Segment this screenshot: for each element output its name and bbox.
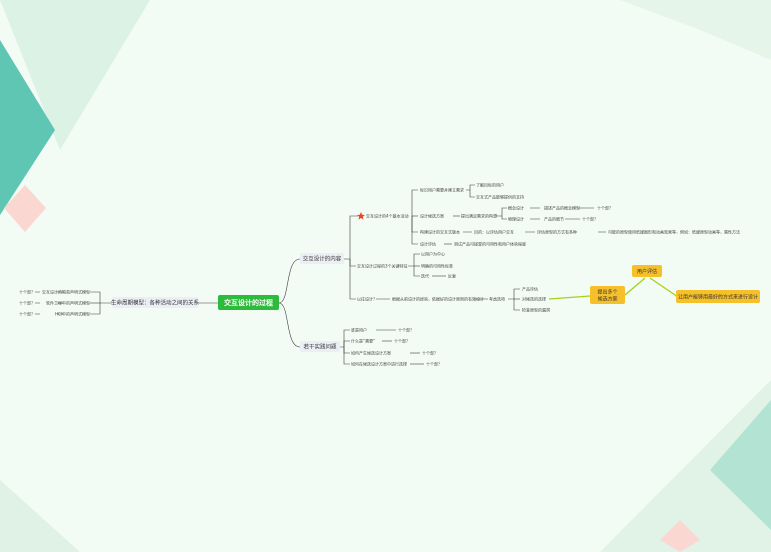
activity-evaluate[interactable]: 设计评估 — [420, 241, 436, 247]
branch-practical-issues[interactable]: 若干实践问题 — [300, 341, 340, 352]
activity-build[interactable]: 构建设计的交互式版本 — [420, 229, 460, 235]
concept-design[interactable]: 概念设计 — [508, 205, 524, 211]
option-2[interactable]: 检查原型的漏洞 — [522, 307, 550, 313]
left-item-0[interactable]: 交互设计的简易声明式模型 — [42, 289, 90, 295]
issue-0-tag[interactable]: 十个部？ — [398, 327, 414, 333]
option-1[interactable]: 对候选的选择 — [522, 296, 546, 302]
issue-2-tag[interactable]: 十个部？ — [422, 350, 438, 356]
branch-design-content-label: 交互设计的内容 — [303, 255, 342, 263]
star-icon — [357, 212, 365, 220]
left-item-1-tag[interactable]: 十个部？ — [19, 300, 35, 306]
evaluate-text[interactable]: 测试产品可接受的可用性和用户体验程度 — [454, 241, 526, 247]
callout-alternatives[interactable]: 提出多个 候选方案 — [590, 286, 625, 304]
feature-2[interactable]: 迭代 — [421, 273, 429, 279]
issue-0[interactable]: 谁是用户 — [351, 327, 367, 333]
issue-1-tag[interactable]: 十个部？ — [394, 338, 410, 344]
concept-design-text[interactable]: 描述产品的概念模型 — [544, 205, 580, 211]
req-item-0[interactable]: 了解目标的用户 — [476, 182, 504, 188]
physical-design-text[interactable]: 产品的细节 — [544, 216, 564, 222]
branch-practical-issues-label: 若干实践问题 — [303, 343, 337, 351]
left-branch-node[interactable]: 生命周期模型：各种活动之间的关系 — [111, 297, 200, 308]
callout-user-eval-label: 用户评估 — [637, 268, 657, 275]
core-activities[interactable]: 交互设计的4个基本活动 — [366, 213, 409, 219]
left-item-2-tag[interactable]: 十个部？ — [19, 311, 35, 317]
build-s1[interactable]: 目的：以评估用户交互 — [474, 229, 514, 235]
callout-best-way[interactable]: 让用户能够用最好的方式来进行设计 — [676, 290, 760, 303]
build-s2[interactable]: 评估原型的方式有多种 — [537, 229, 577, 235]
callout-alternatives-line2: 候选方案 — [597, 296, 617, 303]
callout-lines — [548, 277, 679, 300]
left-item-1[interactable]: 软件工程中的声明式模型 — [46, 300, 90, 306]
left-branch-label: 生命周期模型：各种活动之间的关系 — [111, 299, 200, 307]
alternatives-mid[interactable]: 提出满足需求的构想 — [461, 213, 497, 219]
option-0[interactable]: 产品评估 — [522, 286, 538, 292]
connector-lines — [35, 184, 606, 365]
callout-alternatives-line1: 提出多个 — [597, 289, 617, 296]
build-s3[interactable]: 可能的原型使用纸媒图形和动画效果等，例如：纸媒原型动画等，属性方法 — [608, 229, 740, 235]
feature-3[interactable]: 反复 — [448, 273, 456, 279]
req-item-1[interactable]: 交互式产品能够提供的支持 — [476, 194, 524, 200]
physical-design[interactable]: 物理设计 — [508, 216, 524, 222]
past-design[interactable]: 以往设计？ — [357, 296, 377, 302]
issue-3[interactable]: 如何在候选设计方案中进行选择 — [351, 361, 407, 367]
key-features[interactable]: 交互设计过程的3个关键特征 — [357, 263, 408, 269]
callout-best-way-label: 让用户能够用最好的方式来进行设计 — [678, 294, 758, 301]
concept-design-tag[interactable]: 十个部？ — [597, 205, 613, 211]
issue-3-tag[interactable]: 十个部？ — [426, 361, 442, 367]
feature-1[interactable]: 明确的可用性标准 — [421, 263, 453, 269]
left-item-0-tag[interactable]: 十个部？ — [19, 289, 35, 295]
left-item-2[interactable]: HCI中的声明式模型 — [55, 311, 90, 317]
branch-design-content[interactable]: 交互设计的内容 — [300, 253, 344, 264]
issue-2[interactable]: 如何产生候选设计方案 — [351, 350, 391, 356]
callout-user-eval[interactable]: 用户评估 — [632, 265, 662, 277]
issue-1[interactable]: 什么是“需要” — [351, 338, 375, 344]
activity-alternatives[interactable]: 设计候选方案 — [420, 213, 444, 219]
activity-requirements[interactable]: 标识用户需要并建立需求 — [420, 187, 464, 193]
root-node[interactable]: 交互设计的过程 — [218, 295, 279, 310]
past-design-text[interactable]: 根据从前设计的经验，依据好的设计原则的有效设计 — [392, 296, 484, 302]
physical-design-tag[interactable]: 十个部？ — [582, 216, 598, 222]
consider-options[interactable]: 考虑选项 — [489, 296, 505, 302]
root-label: 交互设计的过程 — [224, 298, 273, 307]
feature-0[interactable]: 以用户为中心 — [421, 251, 445, 257]
